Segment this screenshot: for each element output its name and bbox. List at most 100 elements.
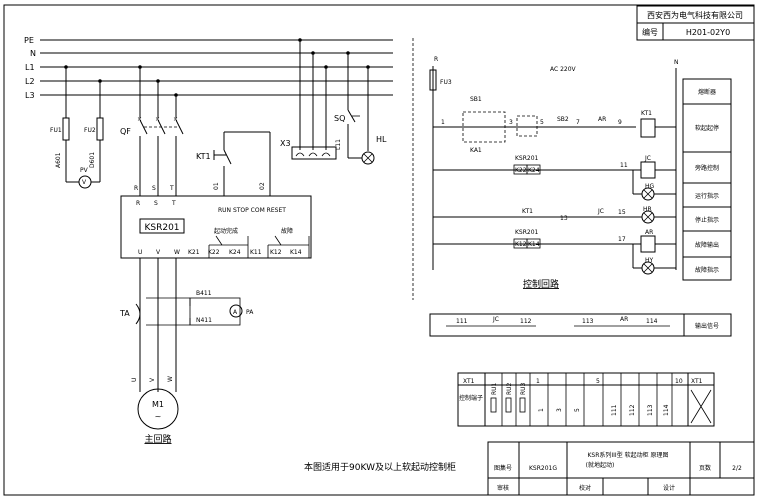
term-k21: K21 [188, 249, 200, 256]
label-fuse: 熔断器 [698, 88, 716, 96]
hl-label: HL [376, 135, 387, 144]
supply-label: AC 220V [550, 66, 577, 73]
function-label-column: 熔断器 软起起停 旁路控制 运行指示 停止指示 故障输出 故障指示 [682, 78, 732, 281]
k14-label: K14 [528, 241, 540, 248]
main-circuit-title: 主回路 [144, 433, 171, 445]
k24-label: K24 [528, 167, 540, 174]
sb2-label: SB2 [557, 116, 569, 123]
fuse-ru1: RU1 [491, 382, 498, 395]
table-num-113: 113 [647, 404, 654, 416]
term-w: W [174, 249, 180, 256]
output-label: 输出信号 [695, 322, 719, 330]
motor-symbol [137, 388, 179, 430]
fuse-voltmeter-branch: FU1 FU2 V PV A601 D601 [50, 65, 104, 189]
svg-text:×: × [155, 116, 160, 123]
page-label: 页数 [699, 464, 711, 472]
label-start-stop: 软起起停 [695, 124, 719, 132]
wire-3: 3 [509, 119, 513, 126]
table-num-111: 111 [611, 404, 618, 416]
out-ar: AR [620, 316, 628, 323]
x3-terminal: X3 [280, 38, 337, 160]
sb1-label: SB1 [470, 96, 482, 103]
qf-label: QF [120, 127, 131, 136]
wire-17: 17 [618, 236, 626, 243]
voltmeter-symbol: V [82, 179, 87, 186]
atlas-value: KSR201G [529, 465, 557, 472]
pv-label: PV [80, 167, 89, 174]
term-v: V [156, 249, 161, 256]
output-signal-row: 输出信号 111 JC 112 113 AR 114 [429, 313, 732, 337]
term-k14: K14 [290, 249, 302, 256]
terminal-01: 01 [213, 182, 220, 190]
fu3-label: FU3 [440, 79, 452, 86]
label-fault-output: 故障输出 [695, 241, 719, 249]
design-label: 设计 [663, 484, 675, 492]
sq-hl-branch: SQ L11 HL [334, 51, 387, 165]
motor-u: U [131, 378, 138, 382]
wire-11: 11 [620, 162, 628, 169]
term-k24: K24 [229, 249, 241, 256]
table-row-label: 控制端子 [459, 394, 483, 402]
page-value: 2/2 [732, 465, 742, 472]
out-113: 113 [582, 318, 594, 325]
terminal-02: 02 [259, 182, 266, 190]
x3-label: X3 [280, 139, 291, 148]
svg-text:×: × [173, 116, 178, 123]
table-num-5: 5 [574, 408, 581, 412]
motor-branch: A PA B411 N411 TA U V W M1 ~ 主回路 [119, 258, 254, 445]
title-block-bottom: 图集号 KSR201G KSR系列III型 软起动柜 原理图 (就地起动) 页数… [487, 441, 755, 496]
atlas-label: 图集号 [494, 464, 512, 472]
out-111: 111 [456, 318, 468, 325]
wire-5: 5 [540, 119, 544, 126]
ksr201-b-label: KSR201 [515, 229, 539, 236]
fuse-ru2: RU2 [506, 382, 513, 395]
phase-r-small: R [134, 185, 138, 192]
table-col-5: 5 [596, 378, 600, 385]
wire-1: 1 [441, 119, 445, 126]
phase-t: T [171, 200, 176, 207]
k12-label: K12 [515, 241, 527, 248]
ar-label: AR [598, 116, 606, 123]
label-fault-indicator: 故障指示 [695, 266, 719, 274]
table-col-10: 10 [675, 378, 683, 385]
term-k11: K11 [250, 249, 262, 256]
pa-label: PA [246, 309, 254, 316]
applicability-note: 本图适用于90KW及以上软起动控制柜 [304, 461, 456, 473]
phase-r: R [136, 200, 140, 207]
motor-m1: M1 [152, 400, 164, 409]
ka1-label: KA1 [470, 147, 482, 154]
table-num-114: 114 [663, 404, 670, 416]
bus-l3: L3 [25, 91, 35, 100]
drawing-border [3, 4, 755, 496]
phase-s: S [154, 200, 158, 207]
check-label: 校对 [579, 484, 591, 492]
bus-n: N [30, 49, 36, 58]
number-label: 编号 [642, 27, 658, 37]
fuse-ru3: RU3 [520, 382, 527, 395]
ctl-r-label: R [434, 56, 438, 63]
control-circuit-title: 控制回路 [523, 278, 559, 290]
bus-l2: L2 [25, 77, 35, 86]
wire-7: 7 [576, 119, 580, 126]
number-value: H201-02Y0 [686, 28, 730, 37]
term-k22: K22 [208, 249, 220, 256]
hg-label: HG [645, 183, 655, 190]
term-k12: K12 [270, 249, 282, 256]
wire-a601: A601 [55, 152, 62, 168]
kt1-relay: KT1 01 02 [196, 131, 271, 196]
wire-n411: N411 [196, 317, 212, 324]
fu2-label: FU2 [84, 127, 96, 134]
hr-label: HR [643, 206, 652, 213]
ksr201-a-label: KSR201 [515, 155, 539, 162]
bus-l1: L1 [25, 63, 35, 72]
sq-label: SQ [334, 114, 345, 123]
motor-w: W [167, 376, 174, 382]
wire-15: 15 [618, 209, 626, 216]
out-112: 112 [520, 318, 532, 325]
svg-text:×: × [137, 116, 142, 123]
drawing-title: KSR系列III型 软起动柜 原理图 [587, 451, 668, 459]
wire-13: 13 [560, 215, 568, 222]
table-xt1-right: XT1 [691, 378, 703, 385]
review-label: 审核 [497, 484, 509, 492]
